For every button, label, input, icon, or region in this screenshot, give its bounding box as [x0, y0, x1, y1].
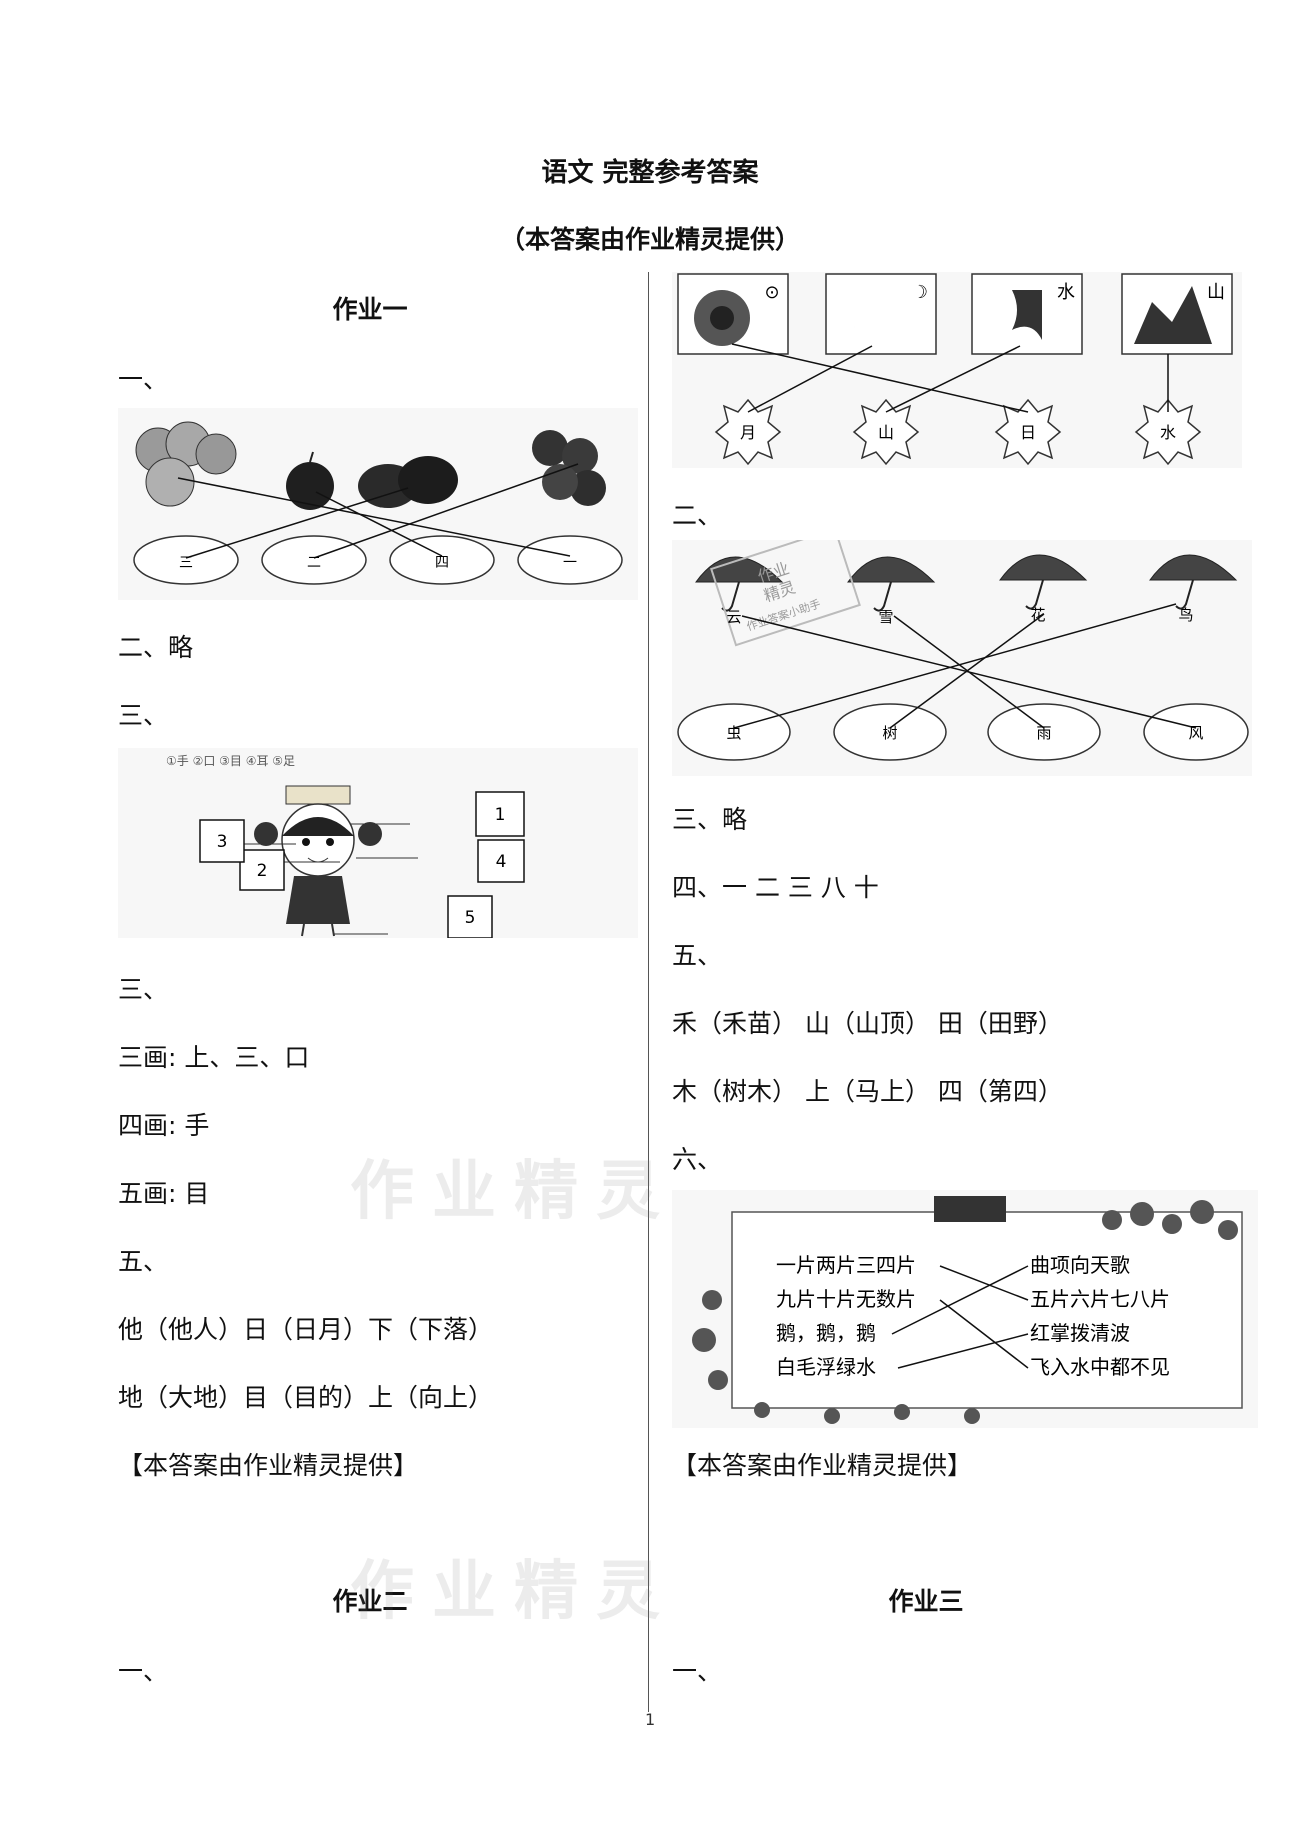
hw2-q1-label: 一、	[118, 1657, 169, 1686]
hw1-q3-label: 三、	[118, 701, 169, 730]
cloud-label-4: 一	[563, 555, 577, 571]
pictograph-1: ⊙	[764, 282, 779, 303]
page-number: 1	[645, 1710, 656, 1729]
cloud-label-3: 四	[435, 555, 449, 571]
right-q3: 三、略	[672, 805, 748, 834]
box-label-2: 2	[257, 861, 268, 881]
box-label-1: 1	[495, 805, 506, 825]
page-subtitle: （本答案由作业精灵提供）	[499, 225, 800, 254]
pictograph-svg: ⊙ ☽ 水 山 月 山 日 水	[677, 273, 1233, 466]
body-parts-legend: ①手 ②口 ③目 ④耳 ⑤足	[166, 754, 295, 768]
star-label-1: 月	[740, 423, 756, 442]
hw3-heading: 作业三	[888, 1587, 964, 1616]
credit-right: 【本答案由作业精灵提供】	[672, 1451, 973, 1480]
poem-right-1: 曲项向天歌	[1030, 1253, 1130, 1277]
watermark-1: 作业精灵	[350, 1154, 678, 1229]
pairs-line-1: 禾（禾苗） 山（山顶） 田（田野）	[672, 1009, 1063, 1038]
umbrella-label-3: 花	[1030, 606, 1045, 624]
poem-right-2: 五片六片七八片	[1030, 1287, 1170, 1311]
poem-right-4: 飞入水中都不见	[1030, 1355, 1170, 1379]
cloud-label-1: 三	[179, 555, 193, 571]
hw1-q3b-label: 三、	[118, 975, 169, 1004]
poem-svg: 一片两片三四片 九片十片无数片 鹅，鹅，鹅 白毛浮绿水 曲项向天歌 五片六片七八…	[692, 1196, 1243, 1424]
stroke-line-3: 五画: 目	[118, 1179, 210, 1208]
umbrella-figure: 作业 精灵 作业答案小助手 云 雪 花 鸟 虫 树 雨 风	[672, 540, 1252, 776]
fruit-matching-svg: 三 二 四 一	[133, 421, 623, 585]
pairs-line-2: 木（树木） 上（马上） 四（第四）	[672, 1077, 1063, 1106]
words-line-1: 他（他人）日（日月）下（下落）	[118, 1315, 494, 1344]
right-q2-label: 二、	[672, 501, 723, 530]
right-q4: 四、一 二 三 八 十	[672, 873, 879, 902]
cloud-bottom-label-3: 雨	[1036, 724, 1051, 742]
umbrella-label-1: 云	[726, 608, 741, 626]
hw1-q1-label: 一、	[118, 365, 169, 394]
box-label-3: 3	[217, 832, 228, 852]
umbrella-label-4: 鸟	[1178, 606, 1193, 624]
poem-left-2: 九片十片无数片	[776, 1287, 916, 1311]
hw3-q1-label: 一、	[672, 1657, 723, 1686]
pictograph-3: 水	[1057, 282, 1075, 303]
column-divider	[648, 272, 649, 1712]
cloud-bottom-label-4: 风	[1188, 724, 1203, 742]
poem-figure: 一片两片三四片 九片十片无数片 鹅，鹅，鹅 白毛浮绿水 曲项向天歌 五片六片七八…	[672, 1190, 1258, 1428]
fruit-matching-figure: 三 二 四 一	[118, 408, 638, 600]
star-label-4: 水	[1160, 423, 1176, 442]
stroke-line-1: 三画: 上、三、口	[118, 1043, 310, 1072]
box-label-4: 4	[496, 852, 507, 872]
words-line-2: 地（大地）目（目的）上（向上）	[118, 1383, 494, 1412]
box-label-5: 5	[465, 908, 476, 928]
poem-right-3: 红掌拨清波	[1030, 1321, 1130, 1345]
right-q6-label: 六、	[672, 1145, 723, 1174]
umbrella-label-2: 雪	[878, 608, 893, 626]
umbrella-svg: 作业 精灵 作业答案小助手 云 雪 花 鸟 虫 树 雨 风	[677, 540, 1249, 761]
credit-left: 【本答案由作业精灵提供】	[118, 1451, 419, 1480]
poem-left-3: 鹅，鹅，鹅	[776, 1321, 876, 1345]
hw2-heading: 作业二	[332, 1587, 408, 1616]
star-label-2: 山	[878, 423, 894, 442]
hw1-q5-label: 五、	[118, 1247, 169, 1276]
watermark-2: 作业精灵	[350, 1554, 678, 1629]
pictograph-2: ☽	[912, 282, 928, 303]
right-q5-label: 五、	[672, 941, 723, 970]
poem-left-4: 白毛浮绿水	[776, 1355, 876, 1379]
hw1-q2: 二、略	[118, 633, 194, 662]
pictograph-figure: ⊙ ☽ 水 山 月 山 日 水	[672, 272, 1242, 468]
cloud-bottom-label-2: 树	[882, 724, 897, 742]
hw1-heading: 作业一	[332, 295, 408, 324]
star-label-3: 日	[1020, 423, 1036, 442]
body-parts-figure: ①手 ②口 ③目 ④耳 ⑤足 1 2 3 4	[118, 748, 638, 938]
cloud-label-2: 二	[307, 555, 321, 571]
body-parts-svg: ①手 ②口 ③目 ④耳 ⑤足 1 2 3 4	[166, 754, 525, 938]
cloud-bottom-label-1: 虫	[726, 724, 741, 742]
pictograph-4: 山	[1207, 282, 1225, 303]
stamp-line-3: 作业答案小助手	[745, 596, 823, 633]
poem-left-1: 一片两片三四片	[776, 1253, 916, 1277]
stroke-line-2: 四画: 手	[118, 1111, 210, 1140]
page-title: 语文 完整参考答案	[541, 158, 759, 188]
